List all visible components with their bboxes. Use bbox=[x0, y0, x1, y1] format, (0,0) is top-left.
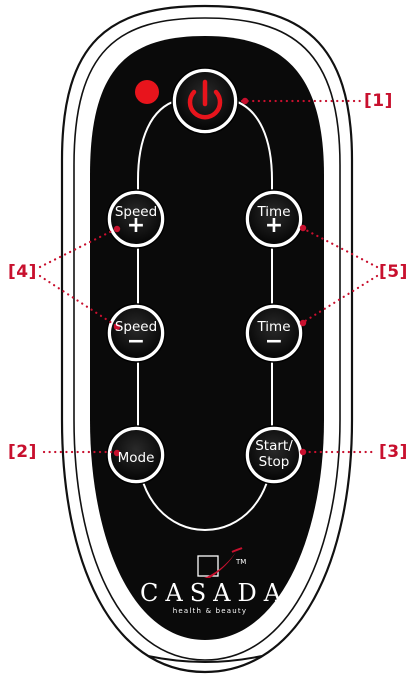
start-stop-label-line1: Start/ bbox=[255, 438, 293, 454]
power-button[interactable] bbox=[171, 67, 239, 135]
leader-5b bbox=[300, 274, 379, 325]
callout-leaders bbox=[38, 99, 379, 454]
casada-logo-icon bbox=[197, 547, 243, 578]
callout-4: [4] bbox=[8, 262, 37, 282]
speed-up-glyph: + bbox=[126, 213, 146, 238]
leader-4b bbox=[38, 274, 120, 329]
callout-dots bbox=[113, 97, 307, 457]
power-icon bbox=[187, 79, 223, 120]
speed-down-glyph: − bbox=[126, 329, 146, 354]
start-stop-button[interactable] bbox=[244, 425, 304, 485]
speed-up-label: Speed bbox=[114, 204, 158, 220]
callout-5: [5] bbox=[379, 262, 408, 282]
speed-up-button[interactable] bbox=[106, 189, 166, 249]
time-down-label: Time bbox=[257, 319, 291, 335]
brand-trademark: TM bbox=[236, 558, 247, 566]
time-down-glyph: − bbox=[264, 329, 284, 354]
time-down-button[interactable] bbox=[244, 303, 304, 363]
speed-down-button[interactable] bbox=[106, 303, 166, 363]
remote-bottom-accent bbox=[147, 655, 263, 663]
time-up-label: Time bbox=[257, 204, 291, 220]
callout-2: [2] bbox=[8, 442, 37, 462]
button-track bbox=[137, 99, 273, 532]
mode-button[interactable] bbox=[106, 425, 166, 485]
callout-3: [3] bbox=[379, 442, 408, 462]
brand-name: CASADA bbox=[140, 579, 289, 607]
speed-down-label: Speed bbox=[114, 319, 158, 335]
mode-label: Mode bbox=[117, 450, 155, 466]
callout-1: [1] bbox=[364, 91, 393, 111]
time-up-button[interactable] bbox=[244, 189, 304, 249]
start-stop-label-line2: Stop bbox=[258, 454, 290, 470]
brand-tagline: health & beauty bbox=[172, 607, 248, 615]
leader-4a bbox=[38, 226, 120, 269]
time-up-glyph: + bbox=[264, 213, 284, 238]
led-indicator-icon bbox=[135, 80, 159, 104]
